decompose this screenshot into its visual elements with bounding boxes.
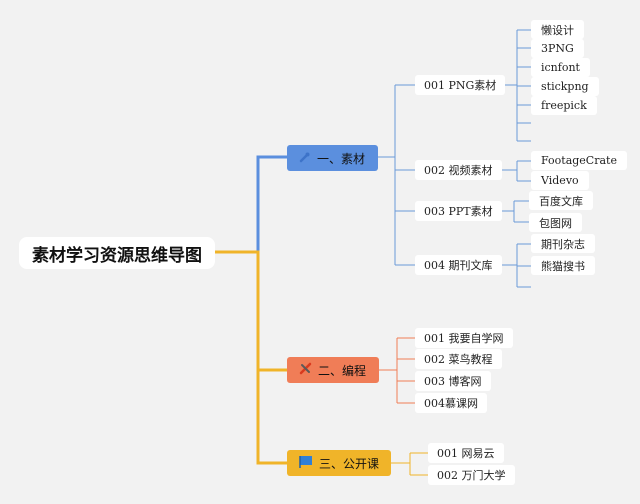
connector-root-branch3 [256, 370, 287, 465]
leaf-stickpng[interactable]: stickpng [531, 77, 599, 96]
root-topic[interactable]: 素材学习资源思维导图 [19, 237, 215, 269]
leaf-baidu-wenku[interactable]: 百度文库 [529, 191, 593, 210]
connector-root-branch1 [215, 155, 287, 254]
connector-branch2-subs [379, 337, 415, 404]
branch-open-courses-label: 三、公开课 [319, 456, 380, 471]
leaf-journals[interactable]: 期刊杂志 [531, 234, 595, 253]
sub-cainiao[interactable]: 002 菜鸟教程 [415, 349, 502, 369]
leaf-lansheji[interactable]: 懒设计 [531, 20, 584, 39]
leaf-footagecrate[interactable]: FootageCrate [531, 151, 627, 170]
sub-wangyiyun[interactable]: 001 网易云 [428, 443, 504, 463]
branch-programming-label: 二、编程 [318, 363, 367, 378]
leaf-icnfont[interactable]: icnfont [531, 58, 590, 77]
branch-materials-label: 一、素材 [317, 151, 366, 166]
branch-programming[interactable]: 二、编程 [287, 357, 379, 383]
sub-woyaozixue[interactable]: 001 我要自学网 [415, 328, 513, 348]
tools-icon [299, 362, 312, 378]
brush-icon [299, 151, 311, 166]
connector-video-leaves [497, 160, 531, 182]
sub-muke[interactable]: 004慕课网 [415, 393, 487, 413]
leaf-videvo[interactable]: Videvo [531, 171, 589, 190]
leaf-3png[interactable]: 3PNG [531, 39, 584, 58]
sub-boke[interactable]: 003 博客网 [415, 371, 491, 391]
branch-materials[interactable]: 一、素材 [287, 145, 378, 171]
connector-png-leaves [497, 29, 531, 142]
connector-branch3-subs [391, 452, 428, 476]
sub-ppt[interactable]: 003 PPT素材 [415, 201, 502, 221]
leaf-baotu[interactable]: 包图网 [529, 213, 582, 232]
branch-open-courses[interactable]: 三、公开课 [287, 450, 391, 476]
connector-root-branch2 [215, 250, 287, 372]
leaf-freepick[interactable]: freepick [531, 96, 597, 115]
connector-branch1-subs [378, 84, 415, 266]
flag-icon [299, 455, 313, 472]
sub-wanmen[interactable]: 002 万门大学 [428, 465, 515, 485]
sub-png[interactable]: 001 PNG素材 [415, 75, 506, 95]
connector-ppt-leaves [494, 200, 529, 223]
leaf-xiongmao-soushu[interactable]: 熊猫搜书 [531, 256, 595, 275]
sub-video[interactable]: 002 视频素材 [415, 160, 502, 180]
sub-journal[interactable]: 004 期刊文库 [415, 255, 502, 275]
